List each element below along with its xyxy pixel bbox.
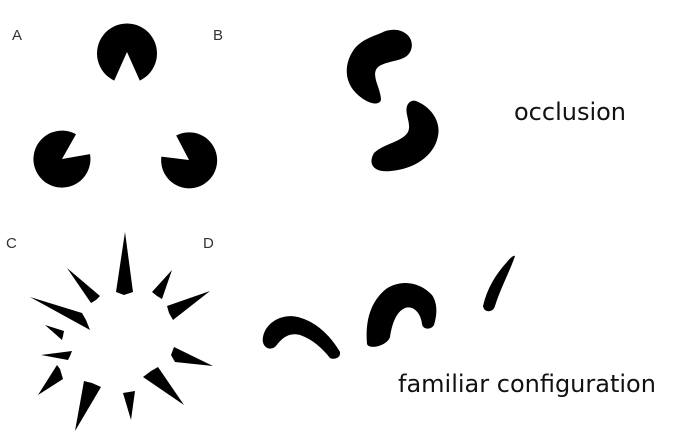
spike-north-west-upper xyxy=(67,268,100,303)
pacman-top xyxy=(97,23,157,81)
spike-north-west-lower xyxy=(30,297,90,330)
spike-south-west xyxy=(75,381,101,431)
familiar-configuration-caption: familiar configuration xyxy=(398,370,656,398)
pacman-bottom-right xyxy=(161,132,218,189)
panel-d-letter: D xyxy=(203,235,214,252)
panel-b: occlusion xyxy=(346,29,626,172)
spike-east xyxy=(171,347,213,366)
panel-c-letter: C xyxy=(6,235,17,252)
spike-north xyxy=(116,232,133,295)
spike-west-lower xyxy=(38,365,63,395)
panel-b-letter: B xyxy=(213,27,223,44)
spike-north-east-upper xyxy=(152,270,172,299)
spike-south-east xyxy=(143,367,184,405)
panel-c: C D xyxy=(6,232,214,431)
occlusion-caption: occlusion xyxy=(514,98,626,126)
fragment-middle xyxy=(366,283,437,347)
panel-a: A B xyxy=(12,23,223,189)
spike-west-tiny xyxy=(45,325,64,340)
pacman-bottom-left xyxy=(33,130,91,188)
occluded-blob-lower xyxy=(371,100,439,172)
fragment-left xyxy=(262,316,341,359)
spike-south xyxy=(123,391,135,420)
spike-north-east-lower xyxy=(167,291,210,320)
panel-d: familiar configuration xyxy=(262,255,656,398)
spike-west-small xyxy=(41,351,72,360)
fragment-right xyxy=(483,255,515,312)
occluded-blob-upper xyxy=(346,29,412,104)
panel-a-letter: A xyxy=(12,27,22,44)
